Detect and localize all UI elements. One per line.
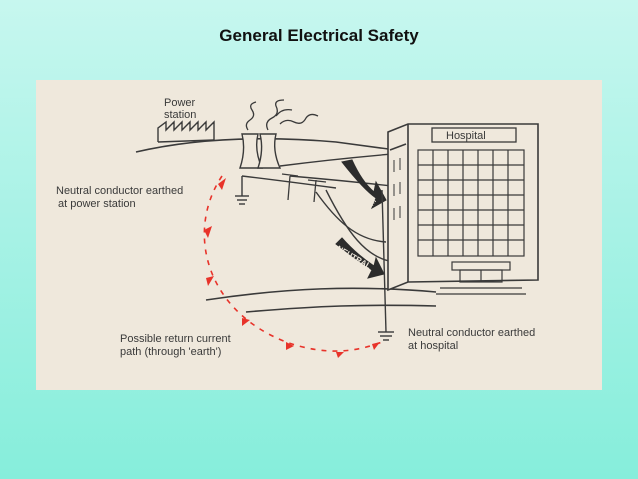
return-path-arrowheads <box>204 178 380 358</box>
hospital-entrance <box>436 261 526 295</box>
diagram-panel: Power station <box>36 80 602 390</box>
power-station-label: Power station <box>164 97 196 121</box>
neutral-arrow-label: NEUTRAL <box>335 244 373 271</box>
neutral-power-station-label-line2: at power station <box>58 198 136 210</box>
return-current-path <box>203 175 383 352</box>
hill-line <box>135 138 397 153</box>
power-station-icon <box>157 120 215 143</box>
neutral-hospital-label-line2: at hospital <box>408 340 458 352</box>
return-path-label-line2: path (through 'earth') <box>120 346 221 358</box>
hospital-sign <box>431 127 517 143</box>
electrical-safety-diagram: Power station <box>56 97 539 358</box>
return-path-label-line1: Possible return current <box>120 333 231 345</box>
neutral-hospital-label-line1: Neutral conductor earthed <box>408 327 535 339</box>
power-station-label-line2: station <box>164 109 196 121</box>
return-path-label: Possible return current path (through 'e… <box>120 333 231 358</box>
neutral-arrow: NEUTRAL <box>335 237 385 279</box>
hospital-side-windows <box>393 158 401 220</box>
neutral-power-station-label: Neutral conductor earthed at power stati… <box>56 185 183 210</box>
slide-title: General Electrical Safety <box>219 26 419 45</box>
earth-symbol-power-station <box>235 176 249 205</box>
terrain <box>135 138 437 313</box>
hospital-window-grid <box>417 149 525 257</box>
power-station-label-line1: Power <box>164 97 196 109</box>
ground-line-back <box>245 304 437 313</box>
neutral-power-station-label-line1: Neutral conductor earthed <box>56 185 183 197</box>
smoke-icon <box>245 99 319 131</box>
ground-line-front <box>205 287 437 301</box>
neutral-hospital-label: Neutral conductor earthed at hospital <box>408 327 535 352</box>
hospital-label: Hospital <box>446 130 486 142</box>
earth-symbol-hospital <box>378 189 394 341</box>
utility-poles <box>281 173 327 203</box>
cooling-towers-icon <box>239 133 282 169</box>
